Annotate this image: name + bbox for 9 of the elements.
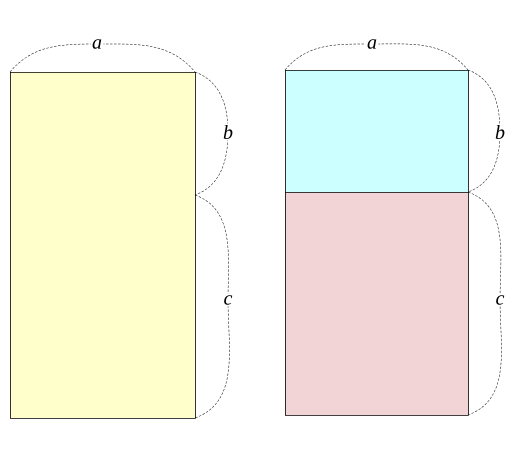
dimension-label: a — [366, 38, 378, 50]
dimension-label: a — [90, 38, 104, 50]
rectangle — [285, 192, 469, 416]
rectangle — [10, 72, 196, 419]
dimension-label: c — [222, 294, 234, 306]
dimension-label: b — [222, 123, 234, 141]
dimension-label: b — [494, 123, 506, 141]
dimension-label: c — [494, 294, 506, 306]
rectangle — [285, 70, 469, 193]
